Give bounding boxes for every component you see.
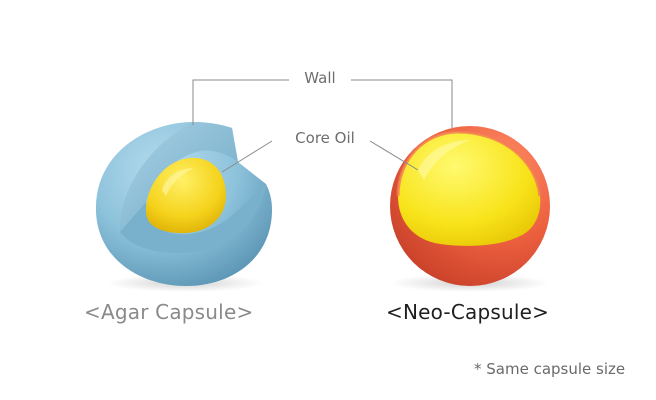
- neo-capsule-title: <Neo-Capsule>: [386, 302, 549, 322]
- wall-leader-line-right: [351, 80, 452, 128]
- wall-leader-line: [193, 80, 289, 125]
- core-oil-label: Core Oil: [282, 131, 368, 146]
- agar-capsule-title: <Agar Capsule>: [84, 302, 253, 322]
- agar-capsule-graphic: [96, 122, 272, 286]
- footnote: * Same capsule size: [474, 362, 625, 377]
- neo-capsule-graphic: [390, 126, 550, 286]
- wall-label: Wall: [289, 71, 351, 86]
